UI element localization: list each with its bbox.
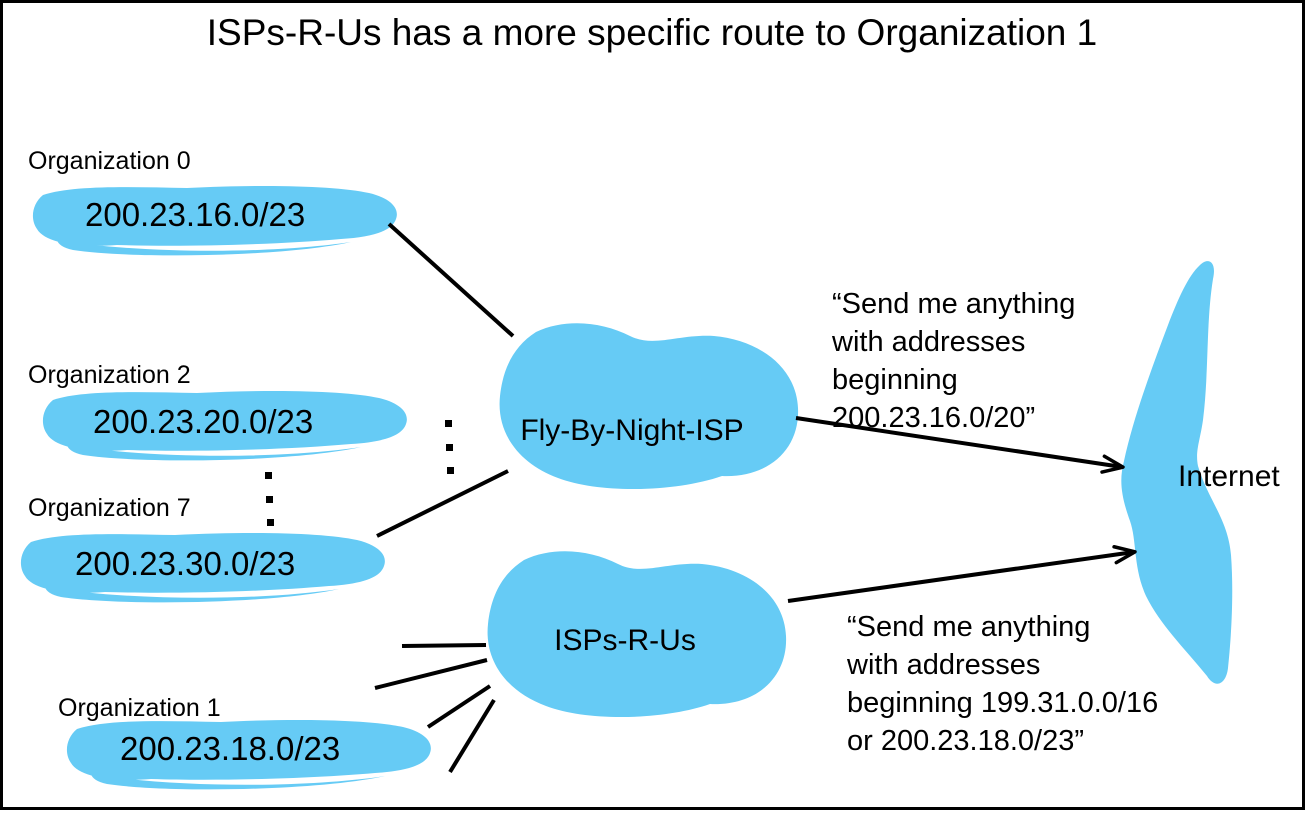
fly-by-night-isp-group: Fly-By-Night-ISP	[499, 323, 799, 490]
organization-0-group: Organization 0 200.23.16.0/23	[28, 147, 397, 256]
link-org0-to-fbn	[387, 222, 515, 338]
organization-7-group: Organization 7 200.23.30.0/23	[20, 494, 385, 603]
link-org7-to-fbn	[376, 469, 509, 538]
internet-blob	[1121, 261, 1233, 684]
organization-prefix: 200.23.16.0/23	[85, 196, 305, 233]
dot	[447, 467, 454, 474]
access-link-stub	[448, 698, 496, 774]
fbn-advertisement-text: “Send me anything with addresses beginni…	[831, 288, 1084, 434]
organization-prefix: 200.23.18.0/23	[120, 730, 340, 767]
advertisement-arrow-isps-r-us	[787, 544, 1137, 603]
organization-1-group: Organization 1 200.23.18.0/23	[58, 694, 431, 790]
annotation-line: with addresses	[831, 326, 1025, 358]
annotation-line: “Send me anything	[847, 611, 1090, 643]
isp-name: Fly-By-Night-ISP	[520, 414, 743, 447]
organization-label: Organization 1	[58, 694, 221, 722]
annotation-line: “Send me anything	[832, 288, 1075, 320]
organization-label: Organization 0	[28, 147, 191, 175]
annotation-line: 200.23.16.0/20”	[832, 402, 1035, 434]
dot	[267, 519, 274, 526]
vertical-ellipsis-icon	[445, 420, 454, 474]
internet-label: Internet	[1178, 460, 1280, 493]
dot	[266, 496, 273, 503]
annotation-line: beginning	[832, 364, 958, 396]
organization-label: Organization 2	[28, 361, 191, 389]
vertical-ellipsis-icon	[265, 472, 274, 526]
access-link-stub	[401, 643, 487, 648]
advertisement-arrow-fbn	[795, 416, 1125, 474]
dot	[445, 420, 452, 427]
annotation-line: beginning 199.31.0.0/16	[847, 687, 1158, 719]
organization-label: Organization 7	[28, 494, 191, 522]
dot	[446, 444, 453, 451]
isp-blob	[499, 323, 799, 490]
organization-prefix: 200.23.20.0/23	[93, 403, 313, 440]
isp-name: ISPs-R-Us	[554, 624, 696, 657]
annotation-line: with addresses	[846, 649, 1040, 681]
isps-r-us-group: ISPs-R-Us	[487, 551, 787, 718]
organization-prefix: 200.23.30.0/23	[75, 545, 295, 582]
dot	[265, 472, 272, 479]
internet-group: Internet	[1121, 261, 1280, 684]
diagram-title: ISPs-R-Us has a more specific route to O…	[207, 12, 1097, 53]
isps-r-us-advertisement-text: “Send me anything with addresses beginni…	[846, 611, 1166, 757]
link-org1-to-isps-r-us	[426, 684, 492, 729]
annotation-line: or 200.23.18.0/23”	[847, 725, 1084, 757]
access-link-stub	[374, 658, 488, 690]
organization-2-group: Organization 2 200.23.20.0/23	[28, 361, 407, 461]
